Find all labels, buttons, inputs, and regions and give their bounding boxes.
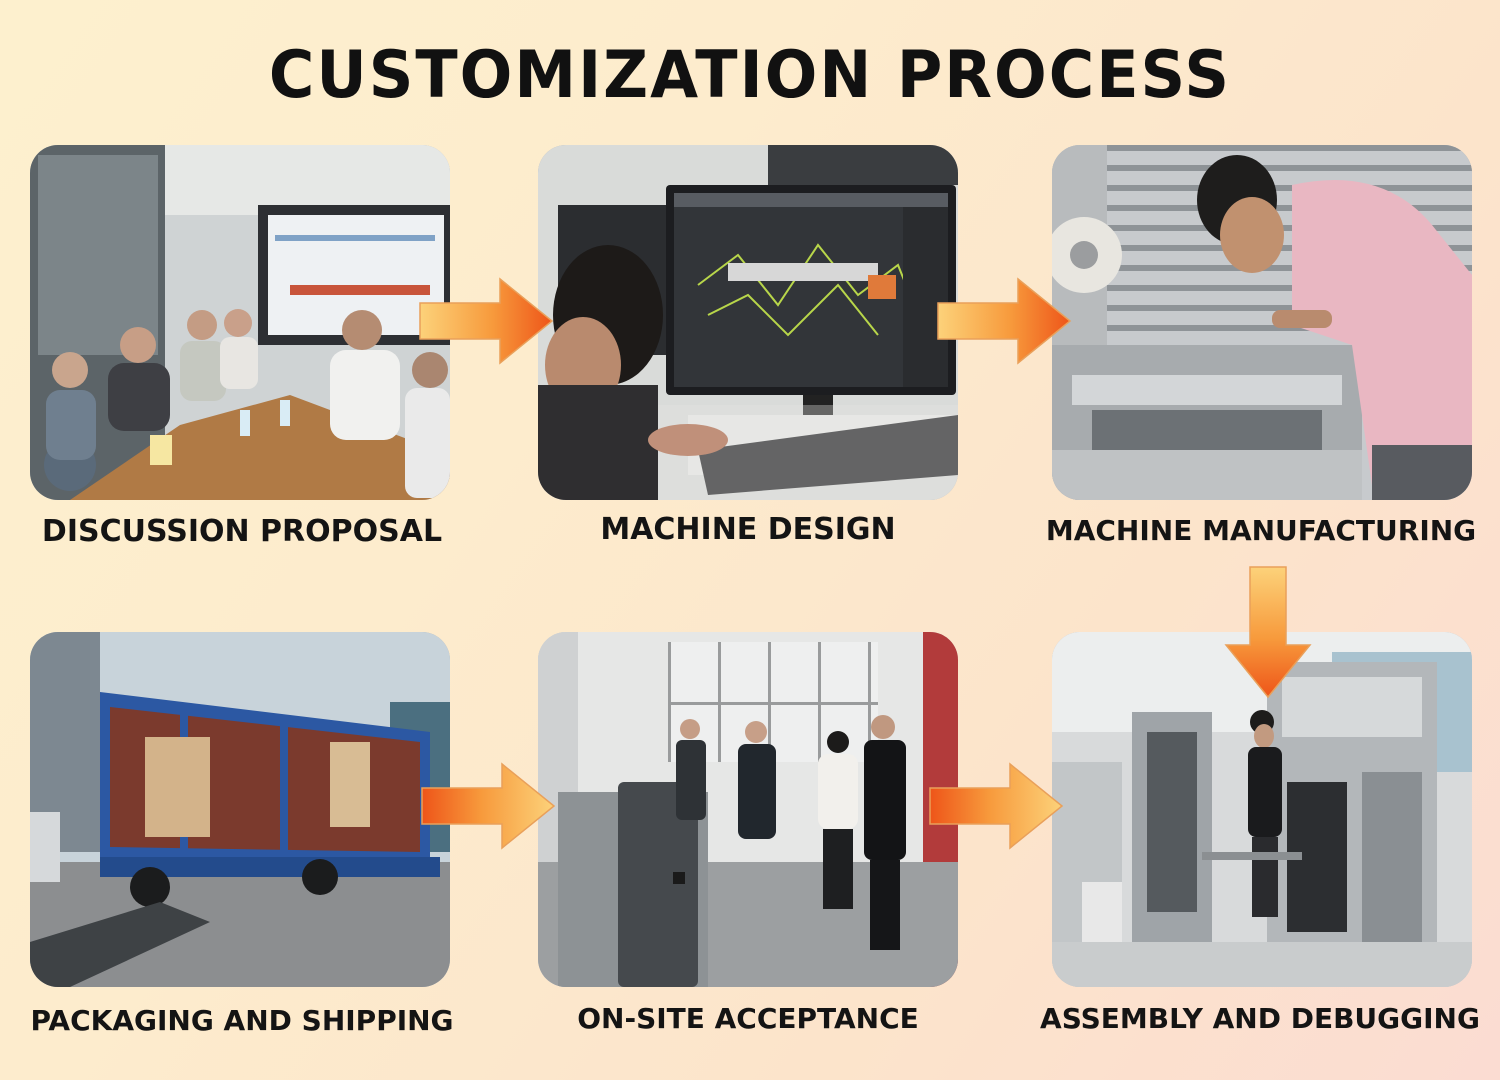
step-label-machine-design: MACHINE DESIGN xyxy=(600,512,896,547)
step-label-packaging-shipping: PACKAGING AND SHIPPING xyxy=(30,1004,454,1037)
machine-design-photo xyxy=(538,145,958,500)
arrow-right-icon xyxy=(937,277,1072,365)
arrow-right-icon xyxy=(419,277,554,365)
arrow-left-icon xyxy=(421,762,556,850)
step-label-machine-manufacturing: MACHINE MANUFACTURING xyxy=(1045,514,1477,547)
step-label-assembly-debugging: ASSEMBLY AND DEBUGGING xyxy=(1040,1002,1480,1035)
packaging-shipping-photo xyxy=(30,632,450,987)
step-label-discussion-proposal: DISCUSSION PROPOSAL xyxy=(41,514,443,549)
on-site-acceptance-photo xyxy=(538,632,958,987)
discussion-proposal-photo xyxy=(30,145,450,500)
arrow-left-icon xyxy=(929,762,1064,850)
page-title: CUSTOMIZATION PROCESS xyxy=(268,36,1232,113)
assembly-debugging-photo xyxy=(1052,632,1472,987)
arrow-down-icon xyxy=(1224,566,1312,699)
step-label-on-site-acceptance: ON-SITE ACCEPTANCE xyxy=(577,1002,919,1035)
machine-manufacturing-photo xyxy=(1052,145,1472,500)
